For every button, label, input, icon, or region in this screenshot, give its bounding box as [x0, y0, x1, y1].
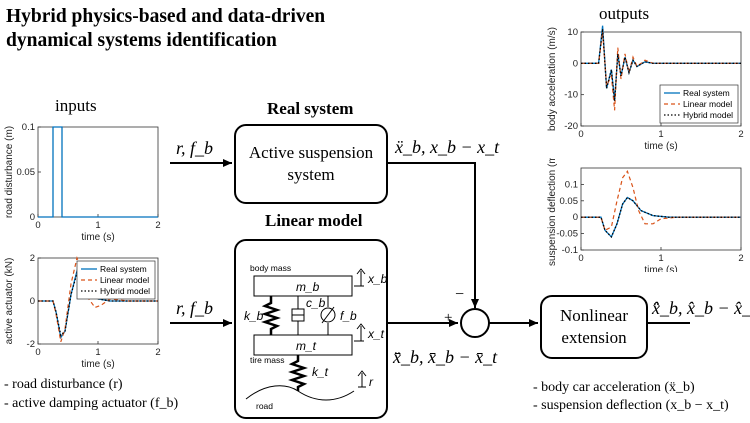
x-b-label: x_b [367, 272, 386, 286]
sum-minus-sign: − [455, 286, 465, 303]
x-tick-label: 2 [155, 347, 160, 358]
y-axis-label: suspension deflection (m) [547, 158, 558, 266]
road-disturbance-chart: 0 1 2 0 0.05 0.1 time (s) road disturbance (m) [4, 122, 161, 243]
x-tick-label: 1 [658, 129, 663, 140]
y-tick-label: 0 [573, 212, 578, 223]
m-b-label: m_b [296, 280, 320, 294]
x-tick-label: 2 [155, 220, 160, 231]
hybrid-output-signal: x̂̈_b, x̂_b − x̂_t [652, 298, 750, 318]
y-tick-label: -10 [564, 90, 578, 101]
y-tick-label: -20 [564, 121, 578, 132]
real-output-signal: ẍ_b, x_b − x_t [395, 137, 500, 157]
tire-spring [288, 355, 308, 391]
y-tick-label: -0.05 [556, 229, 578, 240]
x-t-label: x_t [367, 327, 385, 341]
series-line-hybrid-model [581, 28, 741, 101]
y-tick-label: 0 [30, 296, 35, 307]
active-suspension-block: Active suspension system [234, 124, 388, 204]
nonlinear-extension-block: Nonlinear extension [540, 295, 648, 359]
x-tick-label: 1 [95, 347, 100, 358]
y-tick-label: 0.05 [17, 167, 36, 178]
y-tick-label: 0.05 [560, 196, 579, 207]
x-tick-label: 2 [738, 129, 743, 140]
legend-entry: Real system [683, 88, 730, 98]
x-tick-label: 0 [35, 220, 40, 231]
body-acceleration-chart: 0 1 2 -20 -10 0 10 time (s) body acceleration (m… [547, 25, 744, 152]
output-note-acceleration: - body car acceleration (ẍ_b) [533, 380, 695, 395]
y-axis-label: road disturbance (m) [4, 126, 15, 218]
sum-junction [460, 308, 490, 338]
y-tick-label: 0 [573, 58, 578, 69]
x-axis-label: time (s) [81, 359, 114, 370]
x-tick-label: 1 [95, 220, 100, 231]
series-line-road-disturbance [38, 126, 158, 218]
k-t-label: k_t [312, 365, 329, 379]
series-line-linear-model [581, 31, 741, 111]
suspension-deflection-chart: 0 1 2 -0.1 -0.05 0 0.05 0.1 time (s) suspension d… [547, 158, 744, 272]
x-tick-label: 0 [578, 129, 583, 140]
sum-plus-sign: + [444, 310, 453, 326]
input-note-road: - road disturbance (r) [4, 377, 123, 392]
plot-area [37, 126, 159, 218]
legend-entry: Linear model [683, 99, 732, 109]
y-tick-label: -0.1 [562, 245, 578, 256]
x-tick-label: 0 [35, 347, 40, 358]
road-profile [245, 385, 355, 401]
x-tick-label: 1 [658, 253, 663, 264]
k-b-label: k_b [244, 309, 264, 323]
input-signal-top: r, f_b [176, 138, 214, 158]
series-line-hybrid-model [581, 196, 741, 239]
f-b-label: f_b [340, 309, 357, 323]
input-note-actuator: - active damping actuator (f_b) [4, 396, 179, 411]
c-b-label: c_b [306, 296, 326, 310]
active-suspension-line-1: Active suspension [248, 143, 374, 162]
legend-entry: Linear model [100, 275, 149, 285]
y-tick-label: 2 [30, 253, 35, 264]
legend-entry: Hybrid model [683, 110, 733, 120]
x-axis-label: time (s) [81, 232, 114, 243]
road-text: road [256, 401, 273, 411]
legend-entry: Real system [100, 264, 147, 274]
y-tick-label: -2 [27, 339, 35, 350]
y-tick-label: 10 [567, 27, 578, 38]
x-tick-label: 2 [738, 253, 743, 264]
r-label: r [369, 375, 374, 389]
y-axis-label: active actuator (kN) [4, 258, 15, 345]
y-tick-label: 0.1 [565, 179, 578, 190]
outputs-label: outputs [599, 4, 650, 23]
quarter-car-schematic: body mass m_b x_b k_b c_b f_b m_t tire m… [244, 263, 388, 411]
figure-title-line-1: Hybrid physics-based and data-driven [6, 6, 326, 27]
y-tick-label: 0 [30, 212, 35, 223]
y-tick-label: 0.1 [22, 122, 35, 133]
nonlinear-line-1: Nonlinear [560, 306, 628, 325]
x-axis-label: time (s) [644, 265, 677, 272]
output-note-deflection: - suspension deflection (x_b − x_t) [533, 398, 729, 413]
body-mass-block [253, 275, 353, 297]
real-system-label: Real system [267, 99, 354, 118]
inputs-label: inputs [55, 96, 97, 115]
input-signal-bottom: r, f_b [176, 298, 214, 318]
linear-model-block: body mass m_b x_b k_b c_b f_b m_t tire m… [234, 239, 388, 419]
suspension-spring [261, 296, 281, 335]
x-axis-label: time (s) [644, 141, 677, 152]
figure-title-line-2: dynamical systems identification [6, 30, 277, 51]
linear-model-label: Linear model [265, 211, 363, 230]
active-suspension-line-2: system [287, 165, 335, 184]
m-t-label: m_t [296, 339, 317, 353]
linear-output-signal: x̄̈_b, x̄_b − x̄_t [393, 347, 498, 367]
tire-mass-block [253, 334, 353, 356]
nonlinear-line-2: extension [561, 328, 627, 347]
tire-mass-text: tire mass [250, 355, 284, 365]
real-output-arrow [387, 162, 479, 308]
y-axis-label: body acceleration (m/s) [547, 27, 558, 131]
legend-entry: Hybrid model [100, 286, 150, 296]
x-tick-label: 0 [578, 253, 583, 264]
body-mass-text: body mass [250, 263, 291, 273]
